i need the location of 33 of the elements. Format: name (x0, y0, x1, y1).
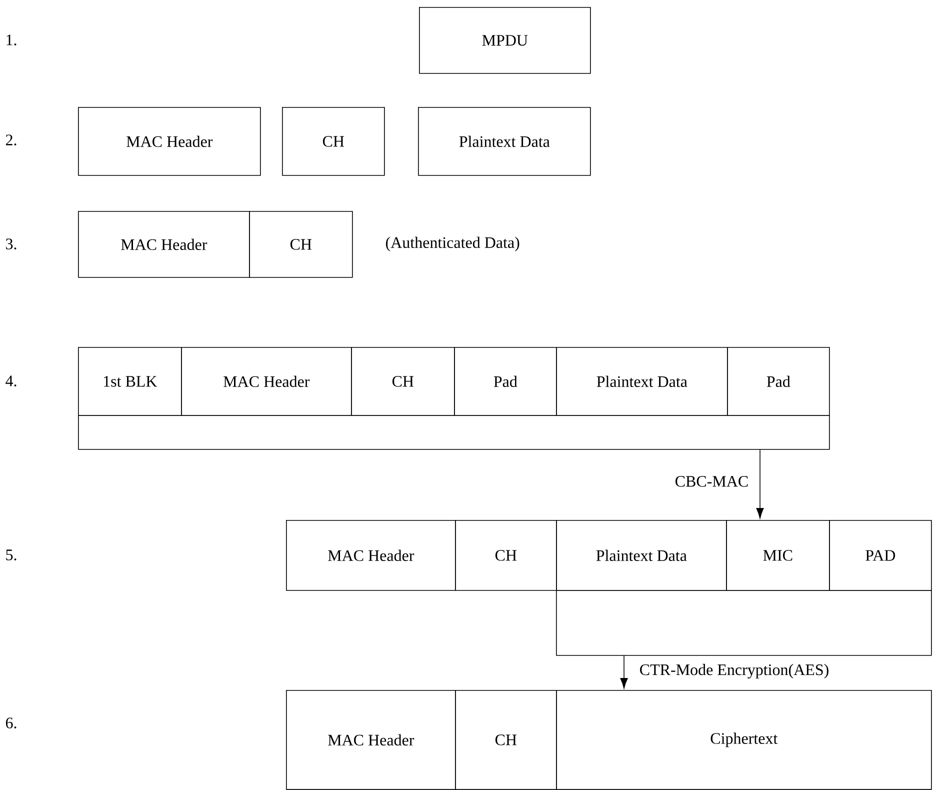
field-box: Plaintext Data (418, 107, 591, 176)
field-box: CH (455, 690, 557, 790)
field-box: MAC Header (78, 107, 261, 176)
edge-label: CTR-Mode Encryption(AES) (640, 664, 828, 678)
field-box: Pad (727, 347, 830, 416)
field-box: CH (249, 211, 353, 278)
row-label: 4. (6, 376, 16, 386)
row-label: (Authenticated Data) (386, 236, 520, 252)
field-box: MPDU (419, 7, 591, 74)
bar (556, 590, 932, 656)
field-box: Plaintext Data (556, 520, 727, 591)
field-box: Ciphertext (556, 690, 932, 790)
field-box: 1st BLK (78, 347, 182, 416)
bar (78, 415, 830, 450)
field-box: Plaintext Data (556, 347, 728, 416)
field-box: MAC Header (78, 211, 250, 278)
field-box: CH (351, 347, 455, 416)
field-box: MAC Header (286, 520, 456, 591)
edge-label: CBC-MAC (675, 476, 748, 487)
arrow (620, 655, 628, 689)
row-label: 1. (6, 34, 16, 46)
arrow (756, 449, 764, 519)
row-label: 3. (6, 238, 16, 250)
field-box: CH (282, 107, 385, 176)
field-box: CH (455, 520, 557, 591)
field-box: MAC Header (181, 347, 352, 416)
row-label: 6. (6, 718, 16, 728)
field-box: MAC Header (286, 690, 456, 790)
row-label: 2. (6, 134, 16, 146)
field-box: MIC (726, 520, 830, 591)
row-label: 5. (6, 550, 16, 560)
field-box: PAD (829, 520, 932, 591)
field-box: Pad (454, 347, 557, 416)
